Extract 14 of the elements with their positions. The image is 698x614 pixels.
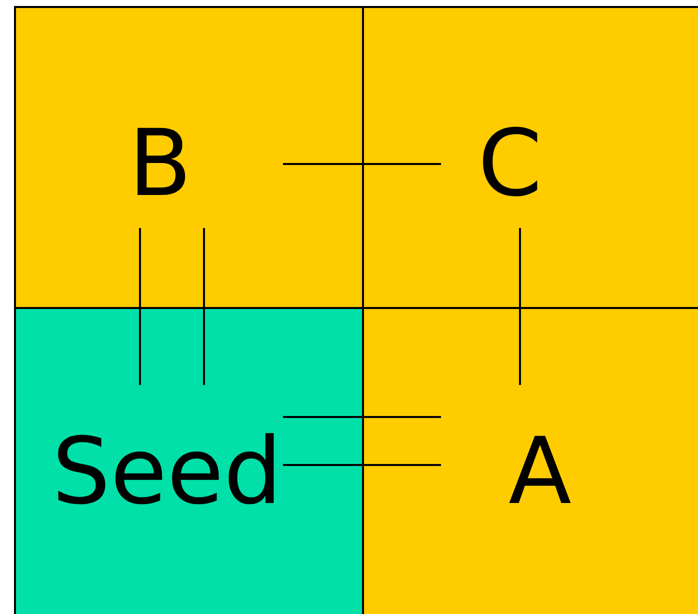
quadrant-panel bbox=[362, 307, 698, 614]
connector-line bbox=[519, 228, 521, 385]
quadrant-panel bbox=[14, 6, 364, 309]
connector-line bbox=[139, 228, 141, 385]
connector-line bbox=[203, 228, 205, 385]
connector-line bbox=[283, 416, 441, 418]
connector-line bbox=[283, 464, 441, 466]
node-label: C bbox=[478, 118, 542, 210]
node-label: Seed bbox=[52, 426, 282, 518]
connector-line bbox=[283, 163, 441, 165]
quadrant-panel bbox=[362, 6, 698, 309]
node-label: A bbox=[508, 426, 572, 518]
node-label: B bbox=[128, 118, 192, 210]
quadrant-panel bbox=[14, 307, 364, 614]
